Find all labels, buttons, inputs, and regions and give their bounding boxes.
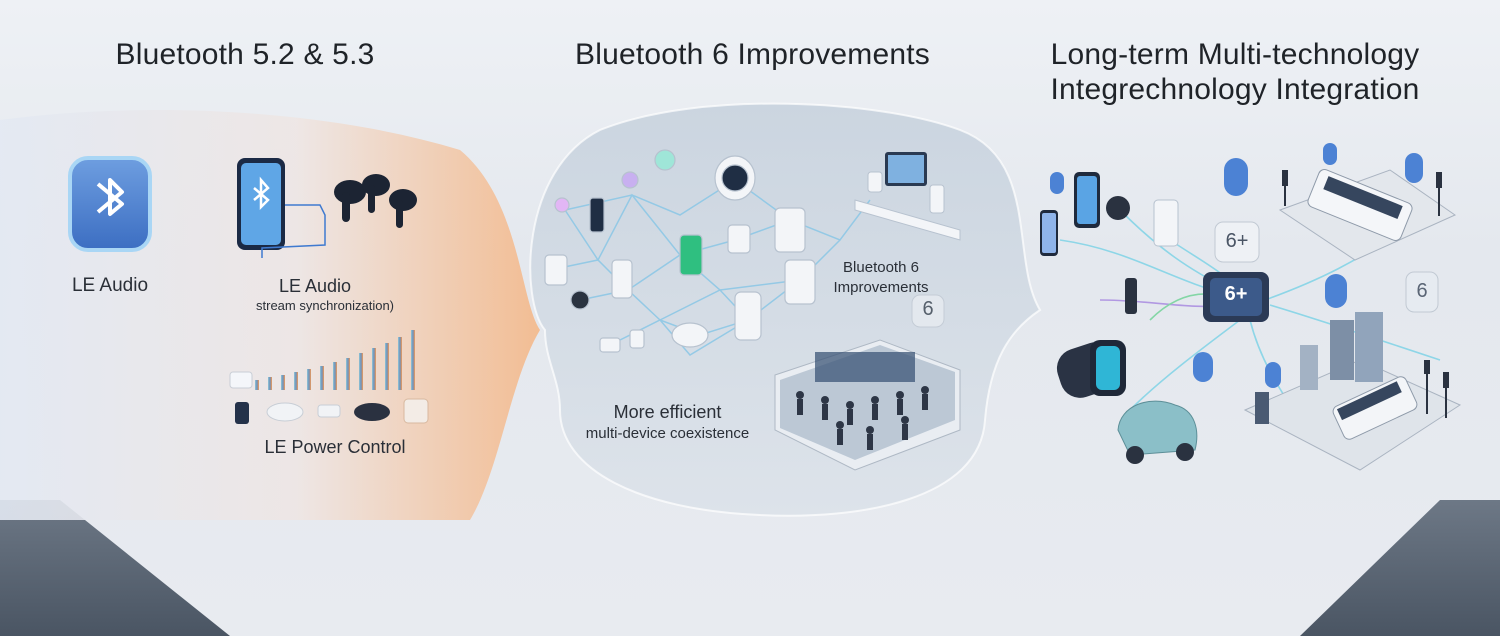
six-plus-tile-label: 6+	[1225, 230, 1249, 252]
le-power-control-label: LE Power Control	[264, 437, 406, 457]
bus-icon	[1278, 169, 1457, 261]
desk-monitor	[854, 152, 961, 241]
traffic-light-icon	[1282, 170, 1449, 418]
city-block	[1243, 312, 1462, 471]
floor-right	[1300, 500, 1500, 636]
six-badge-label: 6	[1416, 280, 1428, 302]
panel-title-bluetooth-5: Bluetooth 5.2 & 5.3	[115, 38, 375, 71]
smartwatch-icon	[1106, 196, 1130, 220]
bluetooth6-badge	[911, 294, 945, 328]
crowd-room	[774, 339, 961, 471]
efficiency-label: More efficient	[613, 402, 722, 422]
panel-title-bluetooth-6: Bluetooth 6 Improvements	[575, 38, 930, 71]
bluetooth-icon	[1050, 143, 1423, 396]
chip-icon	[1203, 272, 1269, 322]
panel-title-long-term-line2: Integrechnology Integration	[1050, 73, 1420, 106]
bluetooth6-improvements-callout: Bluetooth 6 Improvements	[833, 259, 929, 296]
game-controller-icon	[235, 398, 429, 424]
le-audio-label: LE Audio	[278, 276, 352, 296]
smart-devices	[544, 149, 816, 353]
stream-sync-label: stream synchronization)	[256, 298, 394, 313]
six-plus-tile	[1214, 221, 1260, 263]
le-audio-icon-label: LE Audio	[71, 275, 149, 296]
middle-bubble	[529, 102, 1042, 517]
panel-title-long-term-line1: Long-term Multi-technology	[1050, 38, 1420, 71]
chip-label: 6+	[1224, 283, 1248, 305]
car-icon	[1117, 400, 1198, 464]
earbuds-icon	[334, 174, 417, 228]
smartwatch-icon	[1056, 340, 1126, 398]
floor-left	[0, 500, 230, 636]
bluetooth6-badge-label: 6	[922, 298, 934, 320]
signal-bars-icon	[255, 330, 415, 390]
coexistence-label: multi-device coexistence	[585, 425, 750, 442]
